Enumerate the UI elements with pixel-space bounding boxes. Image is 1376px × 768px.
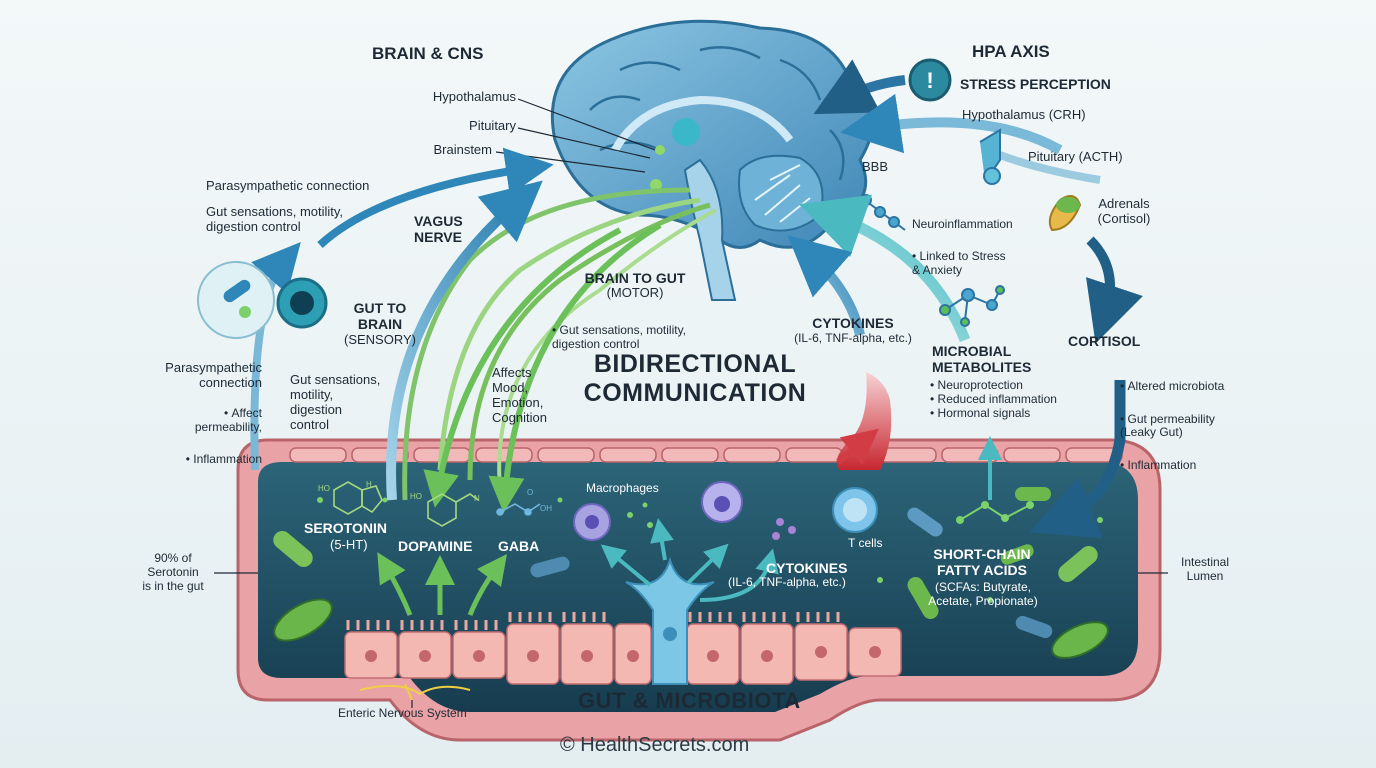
cytokines-top-detail: (IL-6, TNF-alpha, etc.) <box>794 331 912 345</box>
serotonin-sub-label: (5-HT) <box>330 537 368 552</box>
cortisol-bullets: Altered microbiota Gut permeability (Lea… <box>1120 362 1224 491</box>
enteric-nerve-lines <box>359 683 471 701</box>
vagus-nerve-label: VAGUS NERVE <box>414 213 463 246</box>
parasympathetic-left-bullets: Affect permeability, Inflammation <box>140 389 262 486</box>
scfa-detail: (SCFAs: Butyrate, Acetate, Propionate) <box>928 580 1038 608</box>
brain-cns-title: BRAIN & CNS <box>372 44 484 63</box>
vagus-nerve <box>402 187 717 501</box>
brainstem-label: Brainstem <box>433 142 492 157</box>
cell-nuclei <box>365 646 881 662</box>
hypothalamus-label: Hypothalamus <box>432 89 516 104</box>
gaba-structure <box>496 503 541 516</box>
cortisol-bullet: Altered microbiota <box>1120 380 1225 394</box>
neurotransmitter-arrows <box>377 552 507 616</box>
hpa-axis-graphics: ! <box>813 58 1143 344</box>
intestinal-lumen-label: Intestinal Lumen <box>1180 555 1230 583</box>
scfa-molecule <box>956 501 1034 524</box>
copyright-text: © HealthSecrets.com <box>560 734 750 756</box>
side-leader-lines <box>214 572 1168 708</box>
pituitary-dot <box>650 179 662 191</box>
thalamus <box>672 118 700 146</box>
motor-label: (MOTOR) <box>606 285 664 300</box>
gut-to-brain-arrow <box>386 180 543 501</box>
bbb-label: BBB <box>862 159 889 174</box>
permeability-bullet: Affect permeability, <box>140 407 262 435</box>
corpus-callosum <box>611 95 794 153</box>
stress-icon <box>908 58 952 102</box>
affects-mood-label: Affects Mood, Emotion, Cognition <box>492 365 547 425</box>
serotonin-ho-text: HO <box>318 484 330 493</box>
brainstem <box>683 158 737 301</box>
neuroinflammation-bullet: Linked to Stress & Anxiety <box>912 250 1006 278</box>
metabolite-bullet: Neuroprotection <box>930 378 1057 393</box>
enteroendocrine-nucleus <box>663 627 677 641</box>
metabolite-bullet: Hormonal signals <box>930 406 1057 421</box>
bidirectional-communication-title: BIDIRECTIONAL COMMUNICATION <box>583 350 807 407</box>
serotonin-h-text: H <box>366 480 372 489</box>
hpa-pituitary-label: Pituitary (ACTH) <box>1028 149 1123 164</box>
brain-to-gut-bullet: Gut sensations, motility, digestion cont… <box>552 324 686 352</box>
immune-cells <box>573 481 878 541</box>
gut-cytokines-detail: (IL-6, TNF-alpha, etc.) <box>728 575 846 589</box>
microvilli <box>346 612 840 630</box>
parasympathetic-top-label: Parasympathetic connection <box>206 178 370 193</box>
svg-text:!: ! <box>926 68 933 93</box>
macrophages-label: Macrophages <box>586 481 659 495</box>
pituitary-label: Pituitary <box>469 118 516 133</box>
dopamine-n-text: N <box>474 494 480 503</box>
brain-to-gut-bullets: Gut sensations, motility, digestion cont… <box>552 306 686 370</box>
inflammation-bullet: Inflammation <box>140 453 262 467</box>
gaba-o-text: O <box>527 488 534 497</box>
neuroinflammation-bullets: Linked to Stress & Anxiety <box>912 232 1006 296</box>
sensory-label: (SENSORY) <box>344 332 416 347</box>
serotonin-label: SEROTONIN <box>304 520 387 536</box>
dopamine-ho-text: HO <box>410 492 422 501</box>
gut-to-brain-label: GUT TO BRAIN <box>353 300 407 333</box>
microbial-metabolites-title: MICROBIAL METABOLITES <box>932 343 1032 376</box>
gut-microbiota-title: GUT & MICROBIOTA <box>578 688 801 713</box>
parasympathetic-left-label: Parasympathetic connection <box>165 360 262 390</box>
metabolite-bullet: Reduced inflammation <box>930 392 1057 407</box>
magnified-gut-sensor <box>197 261 328 339</box>
brain-to-gut-label: BRAIN TO GUT <box>584 270 686 286</box>
t-cells-label: T cells <box>848 536 883 550</box>
cortisol-bullet: Inflammation <box>1120 458 1224 473</box>
gut-section <box>236 436 1162 742</box>
cortisol-title: CORTISOL <box>1068 333 1141 349</box>
cytokine-particles <box>772 518 796 540</box>
gaba-oh-text: OH <box>540 504 552 513</box>
cytokine-arrow <box>836 428 879 466</box>
gut-cytokines-title: CYTOKINES <box>766 560 848 576</box>
cytokines-top-title: CYTOKINES <box>812 315 894 331</box>
gut-sensations-top-label: Gut sensations, motility, digestion cont… <box>206 204 344 234</box>
serotonin-structure <box>333 481 383 515</box>
dopamine-label: DOPAMINE <box>398 538 473 554</box>
hypothalamus-dot <box>655 145 665 155</box>
cytokine-up-arrow <box>787 235 865 337</box>
hpa-hypothalamus-label: Hypothalamus (CRH) <box>962 107 1086 122</box>
cerebellum <box>738 154 824 232</box>
hpa-axis-title: HPA AXIS <box>972 42 1050 61</box>
dopamine-structure <box>427 493 479 527</box>
gaba-label: GABA <box>498 538 540 554</box>
brain-folds <box>589 46 845 181</box>
serotonin-note: 90% of Serotonin is in the gut <box>142 551 204 593</box>
microbial-metabolites-bullets: Neuroprotection Reduced inflammation Hor… <box>930 378 1057 421</box>
cortisol-arrow <box>1029 380 1126 539</box>
enteroendocrine-cell <box>625 556 715 685</box>
adrenals-label: Adrenals (Cortisol) <box>1097 196 1151 226</box>
scfa-title: SHORT-CHAIN FATTY ACIDS <box>933 546 1031 579</box>
gut-wall-cells-top <box>289 447 1123 463</box>
cerebellum-folds <box>754 164 811 223</box>
enteric-nervous-system-label: Enteric Nervous System <box>338 706 467 720</box>
signal-arrows-gut <box>600 436 1002 602</box>
metabolite-molecule <box>939 285 1005 327</box>
neuroinflammation-title: Neuroinflammation <box>912 217 1013 231</box>
gut-sensations-mid-label: Gut sensations, motility, digestion cont… <box>290 372 381 432</box>
stress-perception-label: STRESS PERCEPTION <box>960 76 1111 92</box>
cortisol-bullet: Gut permeability (Leaky Gut) <box>1120 412 1224 441</box>
